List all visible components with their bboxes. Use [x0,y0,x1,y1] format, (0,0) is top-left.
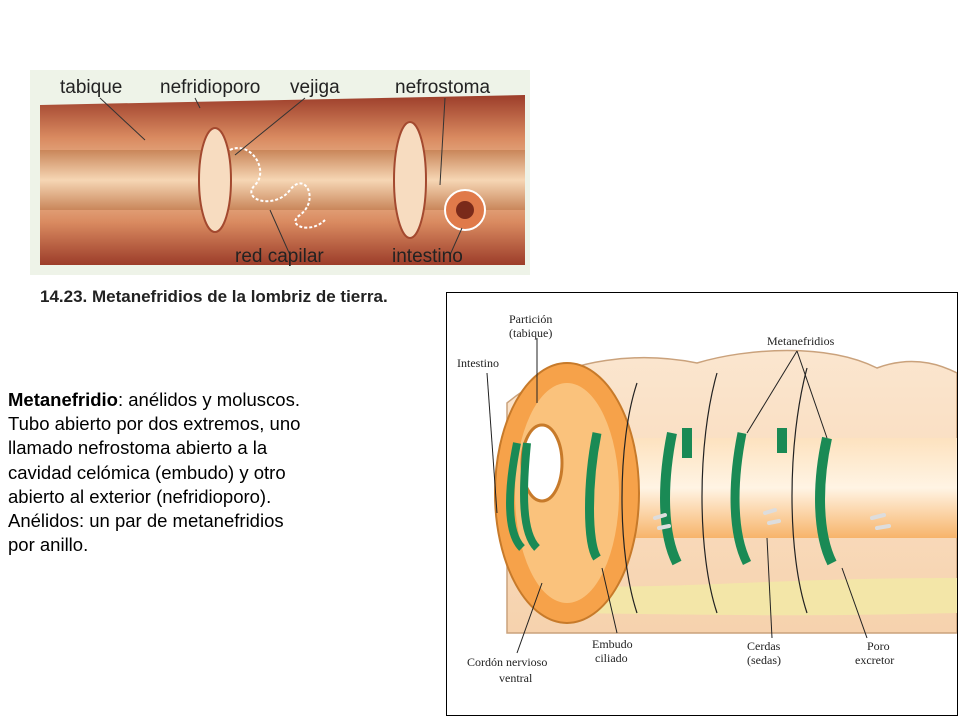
septum-right [393,121,427,239]
earthworm-illustration: tabique nefridioporo vejiga nefrostoma r… [30,70,530,306]
annelid-illustration: Partición (tabique) Intestino Metanefrid… [457,312,958,685]
label-nefrostoma: nefrostoma [395,77,490,98]
label-tabique: tabique [60,77,122,98]
description-line-4: cavidad celómica (embudo) y otro [8,461,286,483]
pointer-metanefridios-b [796,350,828,439]
septum-1 [621,382,638,614]
intestine-tube [40,150,525,210]
label-cerdas-sub: (sedas) [747,653,781,667]
ventral-nerve-cord [537,578,957,616]
label-poro-sub: excretor [855,653,894,667]
annelid-segment-figure: Partición (tabique) Intestino Metanefrid… [446,292,958,716]
label-red-capilar: red capilar [235,246,324,267]
septum-3 [791,367,808,614]
pointer-embudo [601,567,618,634]
label-metanefridios: Metanefridios [767,334,835,348]
label-particion: Partición [509,312,552,326]
pointer-red-capilar [269,209,291,256]
label-intestino: intestino [392,246,463,267]
pointer-vejiga [234,97,306,156]
metanephridium-1 [506,442,541,551]
metanephridium-4 [730,432,752,566]
septum-2 [701,372,718,614]
pointer-poro [841,567,868,639]
description-line-1-rest: : anélidos y moluscos. [117,389,300,410]
description-line-7: por anillo. [8,534,89,556]
pointer-cerdas [766,537,773,639]
description-line-5: abierto al exterior (nefridioporo). [8,485,272,507]
pointer-cordon [516,582,543,654]
septum-left [198,127,232,233]
label-cordon: Cordón nervioso [467,655,547,669]
pointer-intestino [486,372,498,514]
description-line-1: Metanefridio: anélidos y moluscos. [8,388,438,412]
setae [653,508,891,530]
label-nefridioporo: nefridioporo [160,77,260,98]
nephridium-tubule [229,147,326,229]
label-poro: Poro [867,639,890,653]
pointer-nefridioporo [194,97,201,109]
earthworm-metanephridia-figure: tabique nefridioporo vejiga nefrostoma r… [0,50,540,320]
label-cerdas: Cerdas [747,639,781,653]
nephrostome-opening [456,201,474,219]
description-line-6: Anélidos: un par de metanefridios [8,510,284,532]
metanephridium-5 [777,428,837,566]
label-particion-sub: (tabique) [509,326,552,340]
description-line-3: llamado nefrostoma abierto a la [8,437,268,459]
pointer-metanefridios-a [746,350,798,434]
description-text: Metanefridio: anélidos y moluscos. Tubo … [8,388,438,557]
term-metanefridio: Metanefridio [8,389,118,410]
pointer-nefrostoma [439,97,446,186]
metanephridium-2 [585,432,602,561]
description-line-2: Tubo abierto por dos extremos, uno [8,413,301,435]
label-embudo: Embudo [592,637,633,651]
label-intestino: Intestino [457,356,499,370]
pointer-intestino [449,227,463,256]
label-vejiga: vejiga [290,77,340,98]
figure-caption: 14.23. Metanefridios de la lombriz de ti… [40,287,388,306]
metanephridium-3 [660,428,692,566]
label-cordon-sub: ventral [499,671,533,685]
pointer-tabique [99,97,146,141]
label-embudo-sub: ciliado [595,651,628,665]
